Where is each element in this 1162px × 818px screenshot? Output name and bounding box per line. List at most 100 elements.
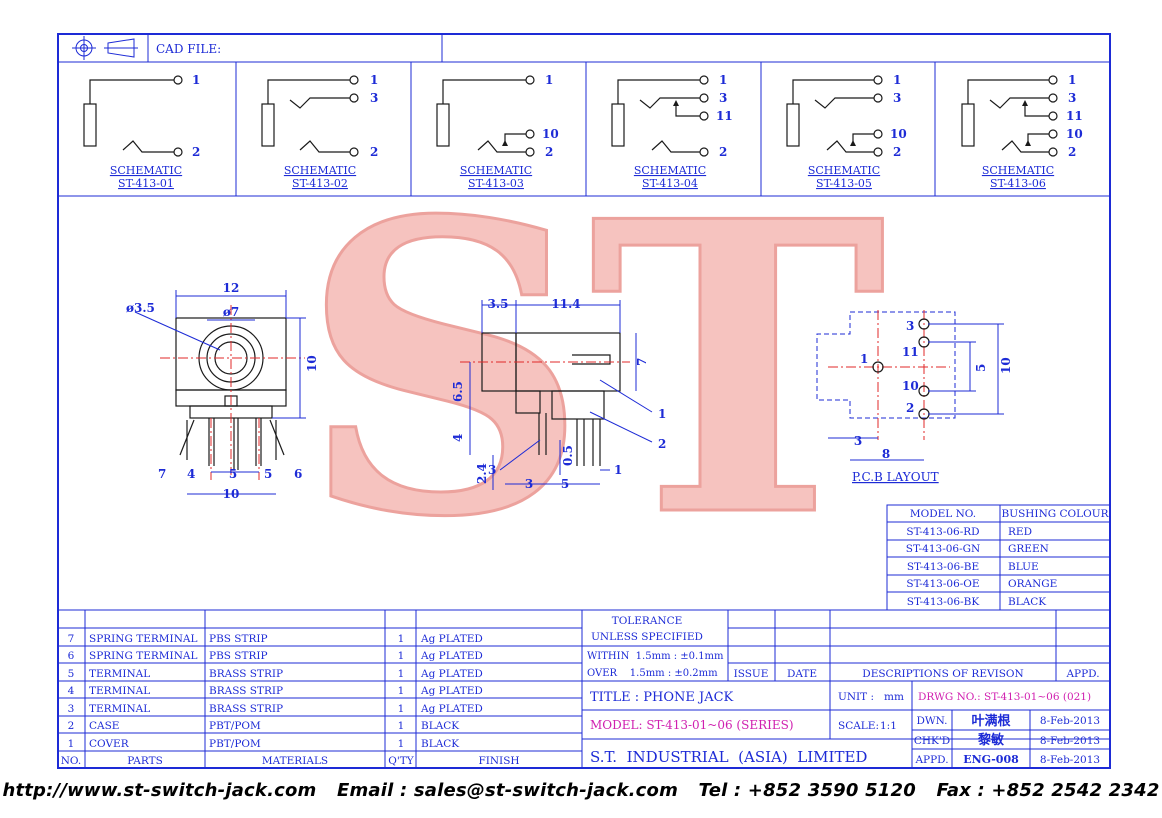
part-no: 4: [68, 685, 75, 697]
fax-text: Fax : +852 2542 2342: [936, 780, 1160, 801]
watermark-text: ST: [300, 135, 887, 605]
schematic-st-413-04: 1 3 11 2 SCHEMATIC ST-413-04: [611, 73, 733, 190]
pin-callout: 4: [187, 467, 195, 481]
pcb-dim-height: 10: [999, 357, 1013, 374]
schematic-model: ST-413-02: [292, 177, 348, 190]
dim-bottom-width: 10: [223, 487, 240, 501]
pcb-dim-width: 8: [882, 447, 890, 461]
colour-table-colour: ORANGE: [1008, 578, 1057, 590]
pin-label: 3: [370, 91, 378, 105]
pin-label: 1: [1068, 73, 1076, 87]
part-no: 3: [68, 703, 75, 715]
parts-header: MATERIALS: [262, 755, 328, 767]
part-finish: Ag PLATED: [420, 650, 483, 662]
pcb-pin-label: 1: [860, 352, 868, 366]
schematic-model: ST-413-01: [118, 177, 174, 190]
parts-header: Q'TY: [388, 755, 414, 767]
watermark-logo: ST: [299, 134, 889, 607]
dim-g: 0.5: [561, 445, 575, 466]
schematic-label: SCHEMATIC: [982, 164, 1054, 177]
pcb-dim-pitch: 5: [974, 364, 988, 372]
schematic-label: SCHEMATIC: [110, 164, 182, 177]
pin-label: 1: [370, 73, 378, 87]
dim-a: 3.5: [488, 297, 509, 311]
front-view-drawing: 12 ø7 ø3.5 10 5 10 7 4 5 6: [126, 281, 319, 501]
dim-d: 6.5: [451, 381, 465, 402]
dwn-label: DWN.: [916, 715, 947, 727]
schematic-model: ST-413-06: [990, 177, 1046, 190]
sheet-border: [57, 33, 1111, 769]
dwn-date: 8-Feb-2013: [1040, 715, 1100, 727]
part-material: PBS STRIP: [209, 650, 268, 662]
tolerance-title: TOLERANCE: [612, 615, 683, 627]
scale-value: 1:1: [880, 720, 897, 732]
schematic-label: SCHEMATIC: [808, 164, 880, 177]
tolerance-line: WITHIN 1.5mm : ±0.1mm: [587, 651, 724, 662]
colour-table-header: BUSHING COLOUR: [1002, 508, 1110, 520]
part-no: 7: [68, 633, 75, 645]
part-qty: 1: [398, 633, 405, 645]
schematic-label: SCHEMATIC: [634, 164, 706, 177]
colour-table-model: ST-413-06-OE: [906, 578, 979, 590]
schematic-st-413-05: 1 3 10 2 SCHEMATIC ST-413-05: [786, 73, 907, 190]
part-name: TERMINAL: [89, 703, 150, 715]
part-finish: BLACK: [421, 720, 459, 732]
colour-table-colour: RED: [1008, 526, 1032, 538]
schematic-model: ST-413-03: [468, 177, 524, 190]
pin-label: 11: [716, 109, 733, 123]
colour-table-colour: GREEN: [1008, 543, 1049, 555]
part-material: BRASS STRIP: [209, 685, 283, 697]
website-link[interactable]: http://www.st-switch-jack.com: [2, 780, 317, 801]
unit-label: UNIT :: [838, 691, 874, 703]
pin-label: 10: [1066, 127, 1083, 141]
dim-c: 7: [635, 358, 649, 366]
tel-text: Tel : +852 3590 5120: [698, 780, 916, 801]
part-qty: 1: [398, 685, 405, 697]
part-name: SPRING TERMINAL: [89, 650, 197, 662]
part-qty: 1: [398, 650, 405, 662]
dim-e: 4: [451, 434, 465, 442]
unit-value: mm: [884, 691, 904, 703]
tolerance-block: TOLERANCE UNLESS SPECIFIED WITHIN 1.5mm …: [582, 615, 728, 679]
colour-table-model: ST-413-06-RD: [906, 526, 979, 538]
company-name: S.T. INDUSTRIAL (ASIA) LIMITED: [590, 748, 867, 766]
pin-label: 3: [1068, 91, 1076, 105]
schematic-st-413-06: 1 3 11 10 2 SCHEMATIC ST-413-06: [961, 73, 1083, 190]
parts-table: 7 SPRING TERMINAL PBS STRIP 1 Ag PLATED …: [58, 610, 582, 768]
pin-label: 1: [192, 73, 200, 87]
pin-label: 2: [192, 145, 200, 159]
colour-table-model: ST-413-06-GN: [906, 543, 980, 555]
part-qty: 1: [398, 703, 405, 715]
bushing-colour-table: MODEL NO. BUSHING COLOUR ST-413-06-RD RE…: [886, 504, 1111, 611]
pin-label: 2: [545, 145, 553, 159]
parts-header: FINISH: [478, 755, 519, 767]
callout: 3: [488, 463, 496, 477]
part-no: 5: [68, 668, 75, 680]
scale-label: SCALE:: [838, 720, 879, 732]
dim-f: 2.4: [475, 463, 489, 484]
part-material: PBT/POM: [209, 720, 261, 732]
revision-issue-header: ISSUE: [734, 668, 769, 680]
email-link[interactable]: Email : sales@st-switch-jack.com: [336, 780, 679, 801]
title-block: TITLE : PHONE JACK UNIT : mm DRWG NO.: S…: [582, 680, 1110, 768]
colour-table-colour: BLUE: [1008, 561, 1039, 573]
callout: 1: [614, 463, 622, 477]
pin-label: 10: [890, 127, 907, 141]
colour-table-model: ST-413-06-BE: [907, 561, 979, 573]
part-material: PBT/POM: [209, 738, 261, 750]
part-finish: Ag PLATED: [420, 703, 483, 715]
part-no: 1: [68, 738, 75, 750]
part-material: BRASS STRIP: [209, 703, 283, 715]
part-name: TERMINAL: [89, 685, 150, 697]
revision-table: ISSUE DATE DESCRIPTIONS OF REVISON APPD.: [727, 610, 1110, 681]
dim-height: 10: [305, 355, 319, 372]
pcb-dim-offset: 3: [854, 434, 862, 448]
model-series: MODEL: ST-413-01~06 (SERIES): [590, 718, 794, 732]
colour-table-colour: BLACK: [1008, 596, 1046, 608]
appd-label: APPD.: [914, 754, 948, 766]
part-name: COVER: [89, 738, 130, 750]
pin-label: 2: [370, 145, 378, 159]
pin-label: 1: [545, 73, 553, 87]
appd-name: ENG-008: [963, 753, 1019, 766]
colour-table-header: MODEL NO.: [910, 508, 976, 520]
